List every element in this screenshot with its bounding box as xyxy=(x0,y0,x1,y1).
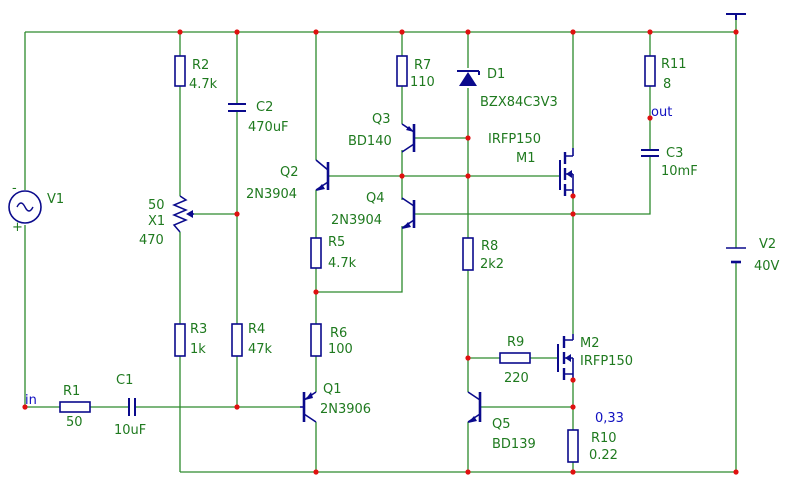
x1-top-value: 50 xyxy=(148,198,165,213)
r1-ref: R1 xyxy=(63,384,80,399)
v2-value: 40V xyxy=(754,259,780,274)
r10-value: 0.22 xyxy=(589,448,618,463)
mosfet-m2[interactable] xyxy=(557,334,574,380)
transistor-q3[interactable] xyxy=(401,123,416,153)
d1-ref: D1 xyxy=(487,67,505,82)
capacitor-c1[interactable] xyxy=(128,398,136,416)
resistor-r1[interactable] xyxy=(59,401,91,413)
transistor-q2[interactable] xyxy=(315,159,330,191)
r2-value: 4.7k xyxy=(189,77,218,92)
c1-value: 10uF xyxy=(114,423,146,438)
q3-value: BD140 xyxy=(348,134,392,149)
c1-ref: C1 xyxy=(116,373,133,388)
potentiometer-x1[interactable] xyxy=(172,195,194,233)
m2-ref: M2 xyxy=(580,336,600,351)
r9-ref: R9 xyxy=(507,335,524,350)
transistor-q5[interactable] xyxy=(467,391,482,423)
ground-symbol xyxy=(726,13,746,20)
m1-ref: M1 xyxy=(516,151,536,166)
resistor-r3[interactable] xyxy=(174,323,186,357)
transistor-q1[interactable] xyxy=(300,391,317,423)
resistor-r7[interactable] xyxy=(396,55,408,87)
r11-value: 8 xyxy=(663,77,671,92)
q5-ref: Q5 xyxy=(492,417,511,432)
r7-value: 110 xyxy=(410,75,435,90)
m1-value: IRFP150 xyxy=(488,132,541,147)
resistor-r11[interactable] xyxy=(644,55,656,87)
r1-value: 50 xyxy=(66,415,83,430)
resistor-r9[interactable] xyxy=(499,352,531,364)
resistor-r4[interactable] xyxy=(231,323,243,357)
v1-plus-label: + xyxy=(12,220,23,235)
transistor-q4[interactable] xyxy=(401,197,416,229)
m2-value: IRFP150 xyxy=(580,354,633,369)
c3-ref: C3 xyxy=(666,146,683,161)
r4-value: 47k xyxy=(248,342,273,357)
junction-dots xyxy=(22,29,739,475)
r8-ref: R8 xyxy=(481,239,498,254)
q5-value: BD139 xyxy=(492,437,536,452)
resistor-r10[interactable] xyxy=(567,429,579,463)
r11-ref: R11 xyxy=(661,57,687,72)
c3-value: 10mF xyxy=(661,164,698,179)
q3-ref: Q3 xyxy=(372,112,391,127)
wires xyxy=(24,20,737,473)
voltage-source-v2[interactable] xyxy=(726,247,746,264)
v2-ref: V2 xyxy=(759,237,776,252)
r7-ref: R7 xyxy=(414,58,431,73)
net-label-out: out xyxy=(651,105,672,120)
c2-ref: C2 xyxy=(256,100,273,115)
r6-value: 100 xyxy=(328,342,353,357)
q4-value: 2N3904 xyxy=(331,213,382,228)
r3-ref: R3 xyxy=(190,322,207,337)
r10-ref: R10 xyxy=(591,431,617,446)
r4-ref: R4 xyxy=(248,322,265,337)
voltage-source-v1[interactable] xyxy=(8,190,42,224)
zener-diode-d1[interactable] xyxy=(457,70,480,86)
r9-value: 220 xyxy=(504,371,529,386)
net-label-in: in xyxy=(25,393,37,408)
r8-value: 2k2 xyxy=(480,257,504,272)
mosfet-m1[interactable] xyxy=(559,148,574,196)
x1-ref: X1 xyxy=(148,214,165,229)
component-labels: - + V1 in R1 50 C1 10uF R2 4.7k 50 X1 47… xyxy=(12,57,780,463)
resistor-r6[interactable] xyxy=(310,323,322,357)
r3-value: 1k xyxy=(190,342,206,357)
r6-ref: R6 xyxy=(330,326,347,341)
capacitor-c3[interactable] xyxy=(641,149,659,157)
q2-ref: Q2 xyxy=(280,165,299,180)
resistor-r5[interactable] xyxy=(310,237,322,269)
q1-ref: Q1 xyxy=(323,382,342,397)
v1-ref: V1 xyxy=(47,192,64,207)
x1-bottom-value: 470 xyxy=(139,233,164,248)
d1-value: BZX84C3V3 xyxy=(480,95,558,110)
r2-ref: R2 xyxy=(192,58,209,73)
resistor-r8[interactable] xyxy=(462,237,474,271)
capacitor-c2[interactable] xyxy=(228,103,246,112)
resistor-r2[interactable] xyxy=(174,55,186,87)
v1-minus-label: - xyxy=(12,181,17,196)
q4-ref: Q4 xyxy=(366,191,385,206)
q2-value: 2N3904 xyxy=(246,187,297,202)
emitter-voltage-label: 0,33 xyxy=(595,411,624,426)
c2-value: 470uF xyxy=(248,120,289,135)
q1-value: 2N3906 xyxy=(320,402,371,417)
r5-value: 4.7k xyxy=(328,256,357,271)
r5-ref: R5 xyxy=(328,235,345,250)
